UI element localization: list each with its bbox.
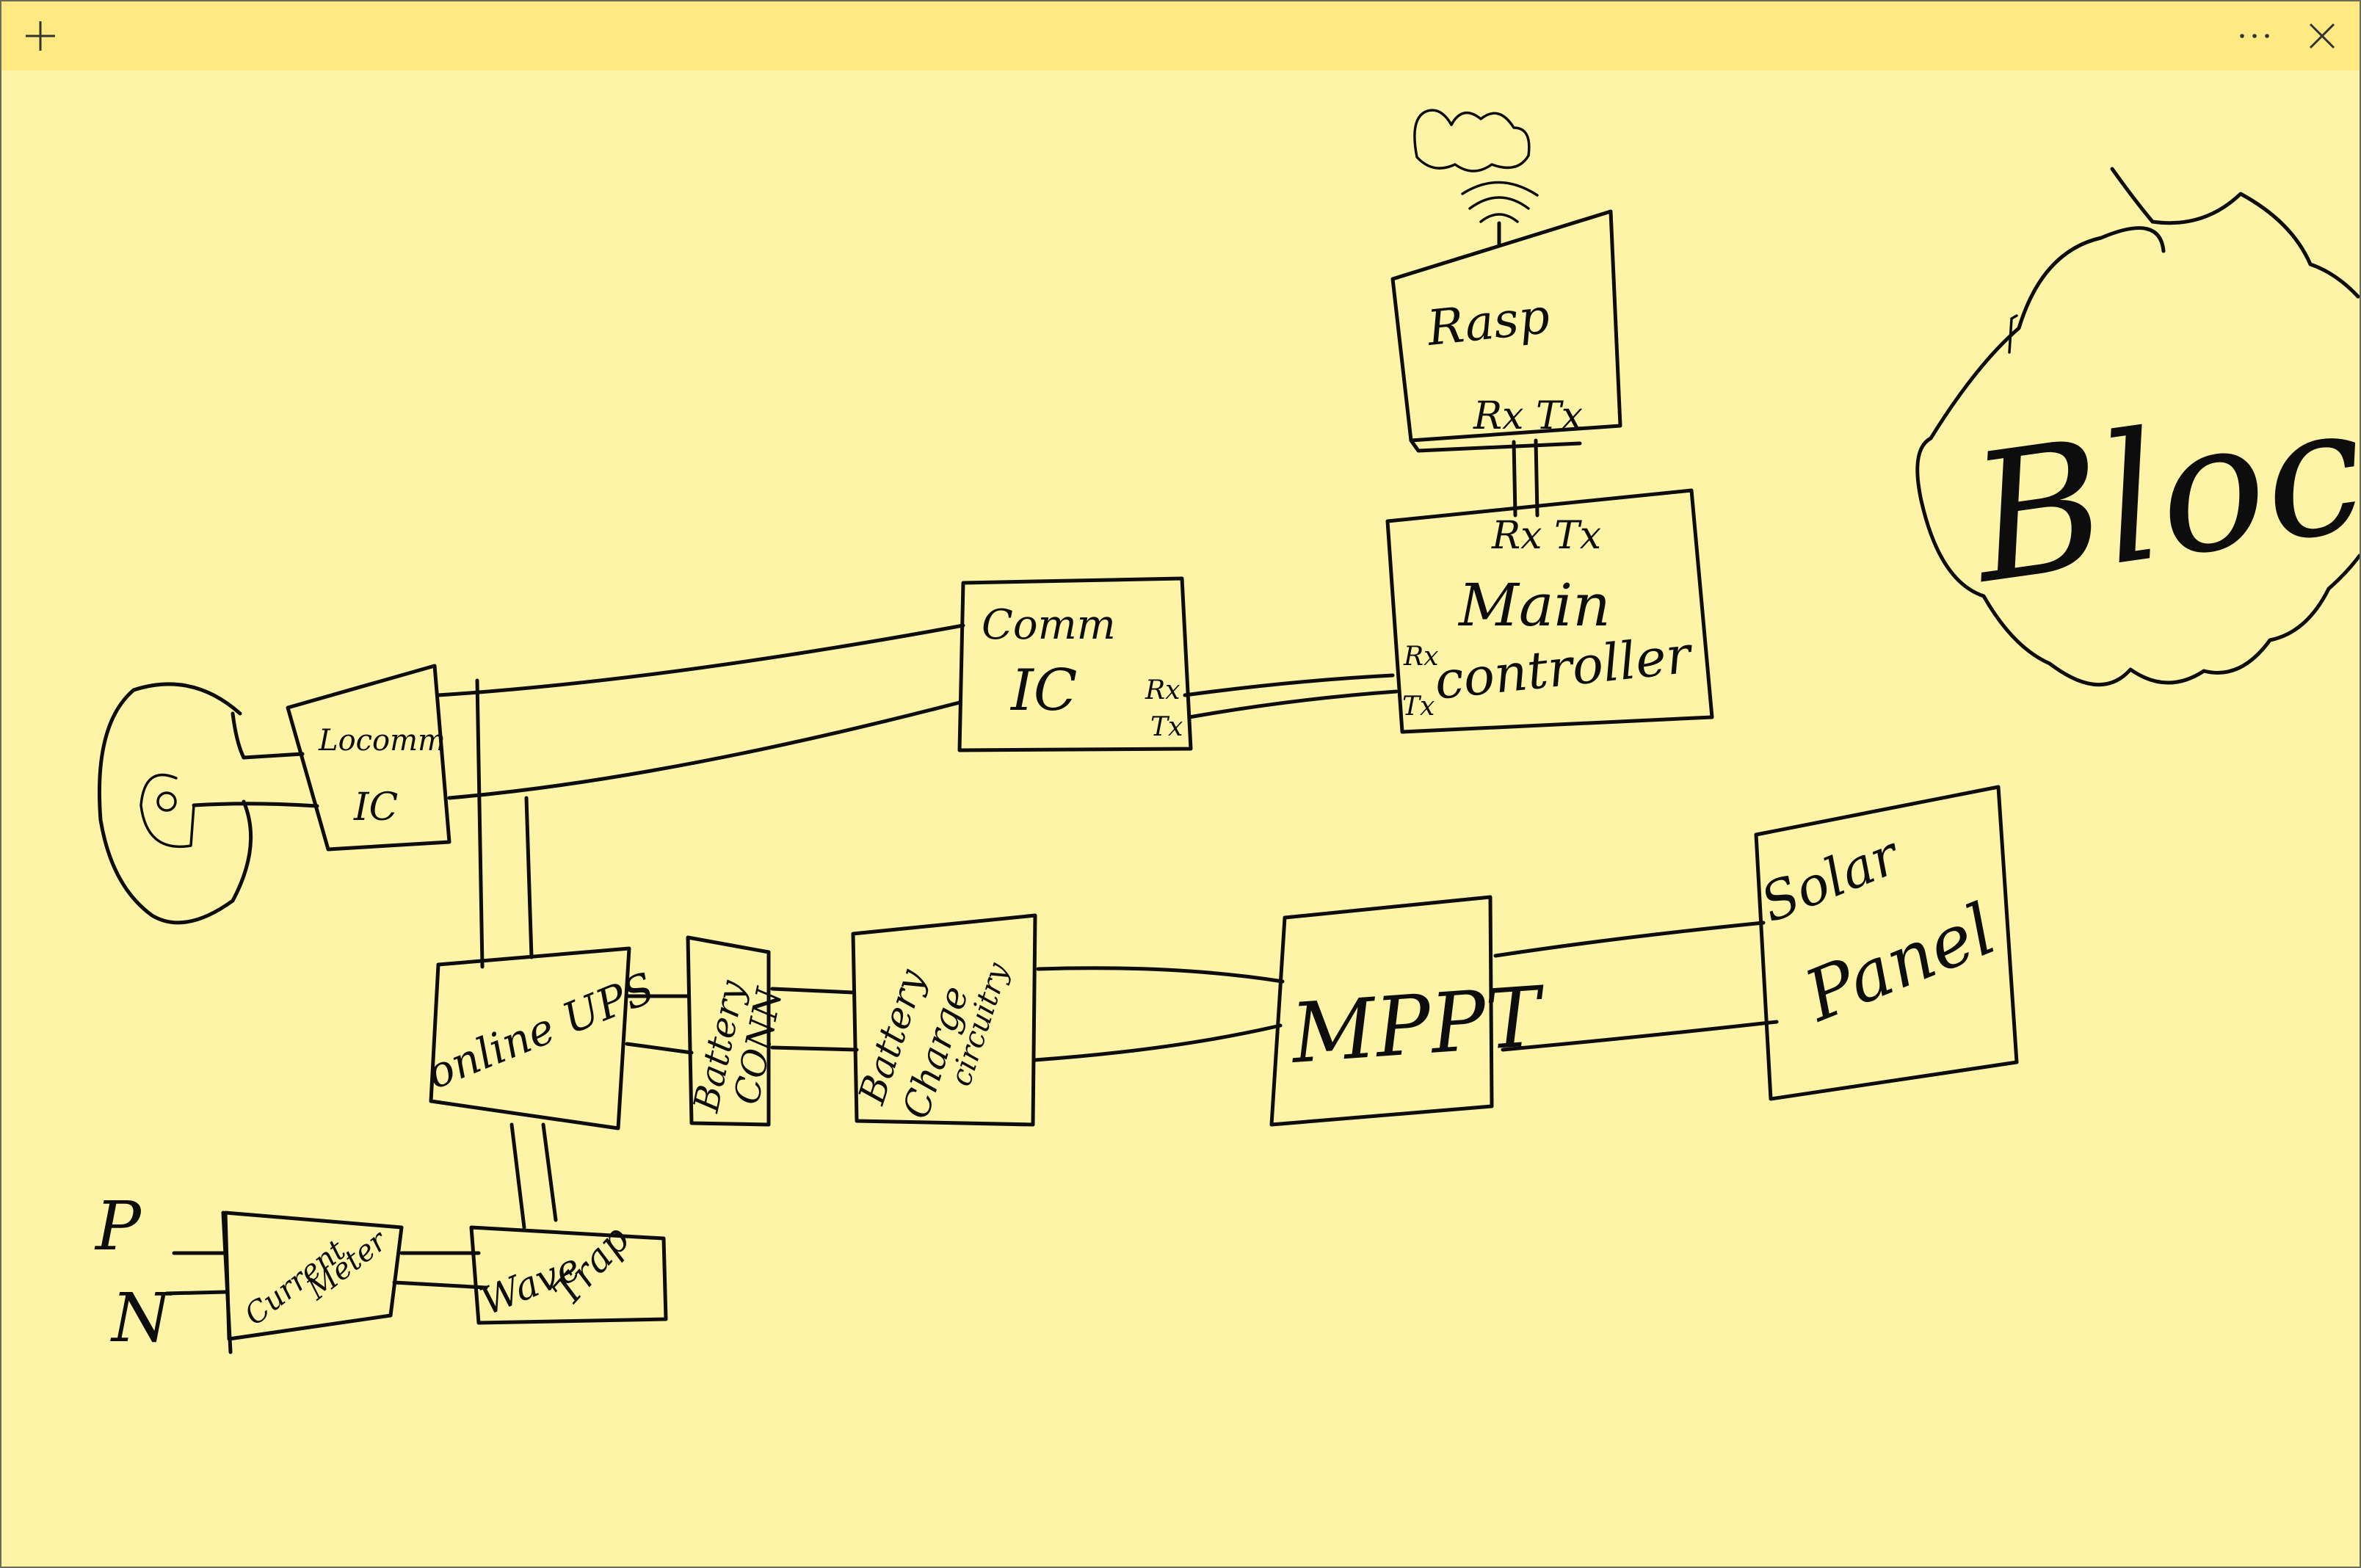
vertical-link-1 [475,678,485,969]
lo-comm-link-2 [447,700,962,800]
cloud-small [1413,109,1531,173]
battery-charging-box [851,913,1037,1127]
mppt-solar-link-2 [1501,1020,1779,1052]
raspi-pins-label: Rx Tx [1473,394,1583,438]
raspi-box [1390,209,1622,443]
charge-mppt-link-2 [1033,1023,1283,1062]
main-controller-label-1: Main [1457,571,1611,639]
lo-comm-ic-box [286,664,451,852]
comm-ic-rx: Rx [1145,675,1180,705]
main-controller-tx: Tx [1402,692,1435,722]
mains-n-label: N [110,1279,173,1357]
plug-ear [231,711,246,760]
raspi-box-base [1409,438,1582,453]
lo-comm-ic-label-1: Locomm [318,724,446,758]
plug-link-2 [192,802,319,808]
raspi-link-2 [1534,438,1539,518]
comm-main-link-1 [1183,673,1395,697]
vertical-link-2 [524,796,534,959]
raspi-block: Rasp Rx Tx [1390,109,1622,453]
online-ups-block: online UPS [420,946,661,1130]
wave-trap-box [469,1225,668,1325]
lo-comm-ic-label-2: IC [353,785,398,830]
plug-inner [139,773,195,848]
mains-n-wire [164,1290,228,1296]
battery-charging-block: Battery Charge circuitry [850,913,1037,1127]
comm-ic-block: Comm IC Rx Tx [957,576,1193,752]
meter-wave-link-2 [392,1280,488,1290]
mains-p-label: P [94,1187,142,1266]
plus-icon [26,21,55,51]
current-meter-left-bar [221,1211,233,1354]
comm-main-link-2 [1187,689,1399,719]
sketch-diagram: Rasp Rx Tx Rx Tx Main controller Rx [94,109,2360,1357]
conn-charge-link-1 [770,987,855,995]
online-ups-box [429,946,631,1130]
main-controller-rx: Rx [1403,642,1438,672]
wifi-arc-3 [1461,181,1539,197]
plug-dot [156,791,177,812]
blocked-label: Blocked [1958,320,2360,623]
solar-panel-block: Solar Panel [1752,785,2019,1101]
ellipsis-icon [2240,34,2269,38]
raspi-label: Rasp [1424,288,1553,357]
mppt-box [1269,895,1494,1127]
ups-wave-link-2 [541,1122,558,1222]
more-options-button[interactable] [2220,1,2289,70]
solar-panel-box [1754,785,2019,1101]
mppt-label: MPPT [1287,969,1550,1082]
charge-mppt-link-1 [1036,966,1285,984]
mppt-block: MPPT [1269,895,1550,1127]
plug-outline [97,682,253,925]
current-meter-block: Current Meter [221,1211,404,1354]
ink-canvas[interactable]: Rasp Rx Tx Rx Tx Main controller Rx [1,70,2360,1567]
close-icon [2309,23,2335,49]
close-button[interactable] [2288,1,2357,70]
main-controller-pins-top: Rx Tx [1491,514,1601,558]
mains-pn: P N [94,1187,228,1357]
blocked-cloud: Blocked [1915,167,2360,686]
comm-ic-label-2: IC [1009,658,1078,724]
main-controller-box [1385,488,1714,734]
cloud-top [2110,167,2360,299]
battery-conn-box [686,935,771,1127]
comm-ic-label-1: Comm [982,601,1116,649]
mppt-solar-link-1 [1493,921,1766,958]
wifi-arc-1 [1479,213,1519,223]
plug-link-1 [242,752,305,760]
main-controller-block: Rx Tx Main controller Rx Tx [1385,488,1714,734]
conn-charge-link-2 [770,1045,859,1052]
new-note-button[interactable] [6,1,75,70]
cloud-body [1915,226,2360,686]
lo-comm-link-1 [436,623,965,697]
ups-battery-link-2 [625,1042,694,1055]
solar-panel-label-1: Solar [1752,823,1910,934]
ups-wave-link-1 [509,1122,526,1230]
wave-trap-block: Wave Trap [469,1218,668,1325]
title-bar [1,1,2360,70]
battery-conn-block: Battery CONN [686,935,791,1127]
cloud-inner-stroke [2008,314,2018,354]
comm-ic-box [957,576,1193,752]
wifi-arc-2 [1468,196,1530,210]
comm-ic-tx: Tx [1150,712,1183,742]
lo-comm-ic-block: Locomm IC [286,664,451,852]
plug-antenna-block [97,682,319,925]
raspi-link-1 [1512,440,1517,518]
